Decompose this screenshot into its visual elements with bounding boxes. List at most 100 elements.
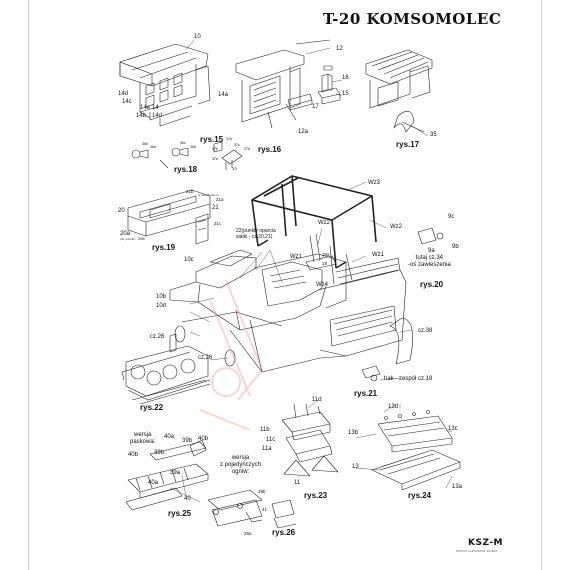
part-label: Wz2 bbox=[390, 224, 402, 230]
part-label: 37d bbox=[244, 147, 250, 151]
part-label: 40a bbox=[148, 480, 159, 486]
part-label: 14a bbox=[218, 92, 229, 98]
part-label: 19a bbox=[322, 252, 330, 257]
diagram-rys18 bbox=[131, 141, 243, 170]
part-label: 19 bbox=[322, 261, 328, 266]
part-label: 17 bbox=[312, 104, 319, 110]
diagram-rys17 bbox=[365, 49, 433, 133]
figure-label-rys26: rys.26 bbox=[272, 528, 296, 537]
part-label: 20 bbox=[118, 208, 125, 214]
part-label: 20b bbox=[138, 236, 145, 241]
part-label: 39b bbox=[182, 438, 193, 444]
page-frame bbox=[28, 0, 542, 570]
part-label: 37c bbox=[234, 143, 240, 147]
part-label: 9c bbox=[448, 214, 455, 220]
publisher-logo: KSZ-M bbox=[468, 538, 504, 548]
part-label: 21b bbox=[186, 189, 194, 194]
part-label: 14d bbox=[152, 113, 163, 119]
note-cz38: cz.38 bbox=[418, 328, 433, 334]
part-label: 36d bbox=[190, 145, 196, 149]
part-label: 39b bbox=[154, 450, 165, 456]
part-label: 14 bbox=[152, 105, 159, 111]
page-title: T-20 KOMSOMOLEC bbox=[323, 10, 502, 28]
part-label: 10d bbox=[156, 303, 167, 309]
part-label: Wz3 bbox=[368, 180, 380, 186]
part-label: 11 bbox=[294, 480, 301, 486]
diagram-rys24 bbox=[371, 410, 461, 491]
part-label: 11b bbox=[260, 427, 270, 433]
diagram-rys21 bbox=[169, 249, 413, 382]
part-label: 13b bbox=[348, 430, 359, 436]
diagram-rys25 bbox=[125, 439, 209, 511]
part-label: 16 bbox=[342, 75, 349, 81]
note-hook: hak - zespół cz.18 bbox=[384, 376, 433, 382]
figure-label-rys22: rys.22 bbox=[140, 403, 164, 412]
part-label: 14b bbox=[136, 113, 147, 119]
part-label: 21a bbox=[216, 197, 224, 202]
part-label: 12a bbox=[298, 129, 309, 135]
part-label: 36b bbox=[142, 142, 148, 146]
figure-label-rys25: rys.25 bbox=[168, 509, 192, 518]
part-label: 13 bbox=[352, 464, 359, 470]
part-label: 13c bbox=[448, 426, 458, 432]
part-label: 41 bbox=[262, 507, 268, 512]
annotation-axle: tutaj cz.34-oś zawieszenia bbox=[408, 255, 451, 268]
part-label: 40b bbox=[128, 452, 139, 458]
part-label: 21c bbox=[214, 221, 222, 226]
part-label: 40 bbox=[184, 496, 191, 502]
part-label: 10 bbox=[194, 34, 201, 40]
part-label: 37e bbox=[212, 157, 218, 161]
part-label: 39b bbox=[258, 489, 266, 494]
figure-label-rys16: rys.16 bbox=[258, 145, 282, 154]
diagram-rys19 bbox=[127, 189, 211, 245]
part-label: 40a bbox=[164, 434, 175, 440]
publisher-logo-subtitle: MODELE KARTONOWE ŚWIERZ bbox=[456, 550, 498, 553]
part-label: 36a bbox=[150, 145, 156, 149]
part-label: 40b bbox=[198, 436, 209, 442]
part-label: 14e bbox=[140, 105, 151, 111]
part-label: 13d bbox=[388, 404, 399, 410]
annotation-sides: (z dwóch stron) bbox=[198, 193, 219, 197]
part-label: Wz2 bbox=[318, 220, 330, 226]
figure-label-rys21: rys.21 bbox=[354, 389, 378, 398]
diagram-rys15 bbox=[119, 43, 211, 127]
part-label: 37b bbox=[212, 147, 218, 151]
diagram-rys23 bbox=[281, 403, 339, 477]
part-label: 21 bbox=[212, 205, 219, 211]
part-label: 35 bbox=[430, 132, 437, 138]
part-label: 20a bbox=[120, 231, 131, 237]
part-label: 15 bbox=[342, 91, 349, 97]
figure-label-rys20: rys.20 bbox=[420, 280, 444, 289]
diagram-rys20 bbox=[251, 175, 377, 269]
part-label: 37f bbox=[232, 167, 237, 171]
note-cz26-right: cz.26 bbox=[198, 355, 213, 361]
figure-label-rys15: rys.15 bbox=[200, 135, 224, 144]
part-label: 14c bbox=[122, 99, 132, 105]
figure-label-rys17: rys.17 bbox=[396, 140, 420, 149]
part-label: 9b bbox=[452, 244, 459, 250]
part-label: 10b bbox=[156, 294, 167, 300]
figure-label-rys23: rys.23 bbox=[304, 491, 328, 500]
watermark-stamp bbox=[199, 279, 264, 431]
part-label: 11a bbox=[262, 446, 272, 452]
part-label: 12 bbox=[336, 46, 343, 52]
part-label: 9a bbox=[428, 248, 435, 254]
figure-label-rys24: rys.24 bbox=[408, 491, 432, 500]
part-label: 37a bbox=[226, 137, 232, 141]
part-label: 39a bbox=[244, 531, 252, 536]
note-cz26-left: cz.26 bbox=[150, 334, 165, 340]
part-label: 11d bbox=[312, 397, 322, 403]
part-label: 14d bbox=[118, 91, 129, 97]
part-label: Wz1 bbox=[290, 254, 302, 260]
diagram-rys26 bbox=[207, 489, 297, 529]
diagram-rys22 bbox=[121, 325, 236, 405]
part-label: 11c bbox=[266, 437, 276, 443]
leader-lines bbox=[169, 39, 453, 503]
part-label: 36c bbox=[180, 141, 186, 145]
part-label: Wz4 bbox=[316, 282, 328, 288]
